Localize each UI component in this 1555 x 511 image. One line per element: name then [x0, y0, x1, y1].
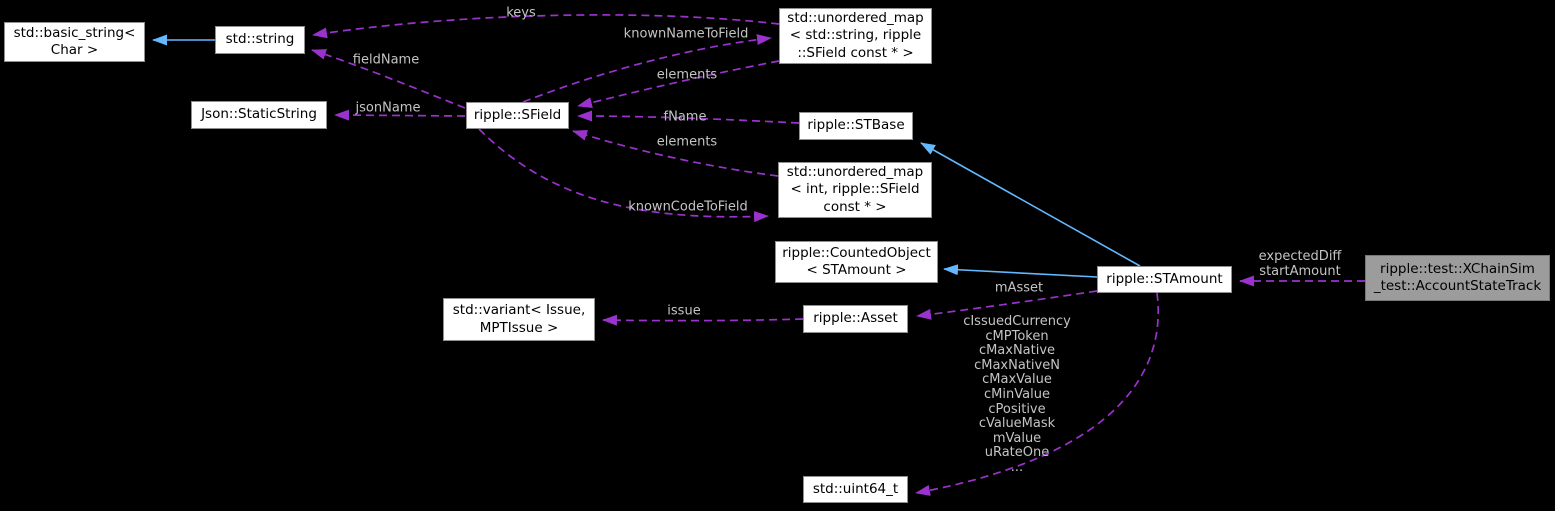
- node-ripple-countedobject-stamount[interactable]: ripple::CountedObject < STAmount >: [775, 241, 938, 283]
- node-ripple-stamount[interactable]: ripple::STAmount: [1097, 266, 1232, 293]
- edge-fname: [577, 110, 800, 124]
- edge-knownnametofield: [522, 34, 772, 103]
- node-label: std::uint64_t: [812, 480, 899, 497]
- node-ripple-asset[interactable]: ripple::Asset: [803, 305, 908, 333]
- node-label: std::unordered_map < int, ripple::SField…: [786, 163, 924, 215]
- node-label: std::string: [225, 31, 295, 48]
- node-json-staticstring[interactable]: Json::StaticString: [191, 101, 327, 129]
- edge-jsonname: [334, 109, 466, 121]
- edge-knowncodetofield: [478, 128, 769, 223]
- node-label: ripple::Asset: [813, 310, 898, 327]
- node-ripple-test-xchainsim-test-accountstatetrack[interactable]: ripple::test::XChainSim _test::AccountSt…: [1365, 255, 1550, 301]
- edge-elements-mid: [572, 130, 779, 177]
- node-label: ripple::SField: [473, 106, 562, 123]
- edge-masset: [916, 290, 1098, 320]
- node-unordered-map-string-sfield[interactable]: std::unordered_map < std::string, ripple…: [779, 8, 932, 64]
- node-label: Json::StaticString: [201, 106, 317, 123]
- edge-stamount-members-to-uint64: [915, 292, 1159, 496]
- node-label: ripple::CountedObject < STAmount >: [782, 244, 931, 279]
- node-label: std::unordered_map < std::string, ripple…: [787, 9, 924, 61]
- node-std-variant-issue-mptissue[interactable]: std::variant< Issue, MPTIssue >: [443, 298, 595, 341]
- edge-issue: [602, 314, 804, 326]
- node-ripple-stbase[interactable]: ripple::STBase: [799, 112, 913, 140]
- edge-stamount-to-countedobject: [943, 264, 1098, 278]
- node-label: ripple::test::XChainSim _test::AccountSt…: [1373, 260, 1542, 295]
- edge-fieldname: [311, 49, 466, 109]
- node-label: ripple::STAmount: [1106, 270, 1223, 287]
- edge-keys: [312, 14, 780, 39]
- node-std-string[interactable]: std::string: [215, 26, 305, 54]
- node-unordered-map-int-sfield[interactable]: std::unordered_map < int, ripple::SField…: [778, 162, 932, 218]
- node-ripple-sfield[interactable]: ripple::SField: [466, 102, 569, 129]
- node-label: std::variant< Issue, MPTIssue >: [452, 302, 586, 336]
- node-std-uint64-t[interactable]: std::uint64_t: [803, 476, 908, 503]
- edge-elements-top: [577, 60, 780, 108]
- edge-stamount-to-stbase: [920, 142, 1141, 267]
- node-label: ripple::STBase: [807, 117, 905, 134]
- node-label: std::basic_string< Char >: [13, 24, 136, 59]
- node-std-basic-string[interactable]: std::basic_string< Char >: [4, 22, 145, 62]
